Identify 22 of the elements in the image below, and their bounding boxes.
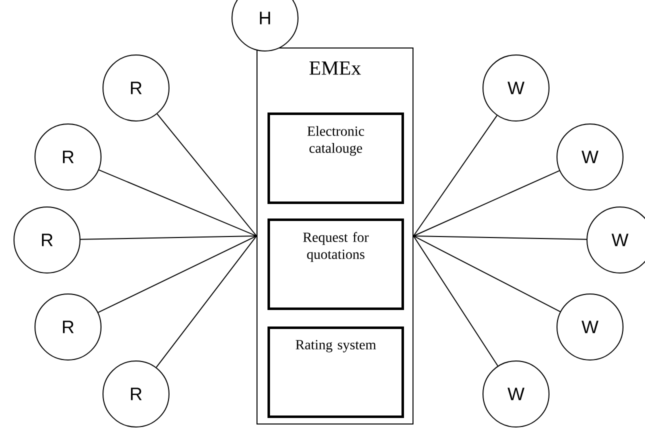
module-box: Request for quotations [268, 218, 404, 310]
connector-line [156, 113, 257, 236]
circle-node: W [482, 360, 550, 428]
circle-node: R [34, 294, 102, 360]
circle-node: R [34, 124, 102, 190]
circle-node: W [482, 54, 550, 122]
module-box: Electronic catalouge [268, 112, 404, 204]
connector-line [413, 236, 561, 312]
connector-line [413, 115, 498, 236]
circle-node: W [556, 294, 624, 360]
circle-node: R [14, 206, 80, 274]
module-box: Rating system [268, 326, 404, 418]
circle-node: W [556, 124, 624, 190]
connector-line [98, 169, 257, 236]
circle-node: R [102, 54, 170, 122]
connector-line [156, 236, 257, 368]
circle-node: R [102, 360, 170, 428]
connector-line [80, 236, 257, 240]
connector-line [413, 170, 560, 236]
connector-line [98, 236, 257, 313]
connector-line [413, 236, 498, 366]
connector-line [413, 236, 587, 240]
